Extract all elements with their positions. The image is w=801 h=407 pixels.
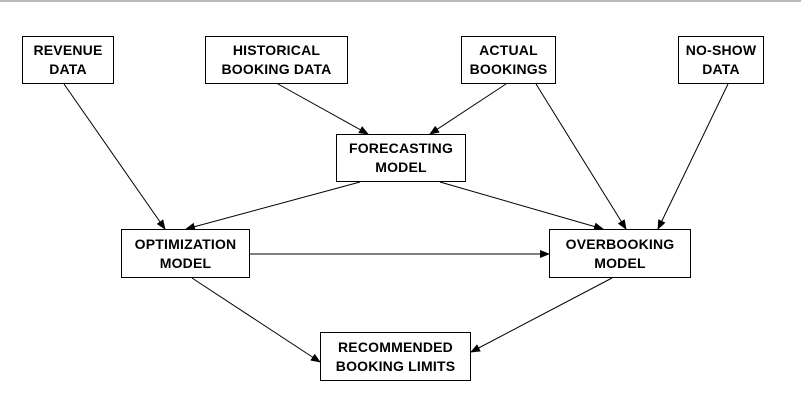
revenue-data-label: REVENUE DATA — [33, 42, 103, 77]
optimization-model-box: OPTIMIZATION MODEL — [121, 229, 250, 278]
revenue-data-box: REVENUE DATA — [22, 36, 114, 84]
arrow-no-show-data-to-overbooking-model — [657, 83, 729, 230]
no-show-data-box: NO-SHOW DATA — [678, 36, 764, 84]
no-show-data-label: NO-SHOW DATA — [685, 42, 757, 77]
arrow-historical-booking-data-to-forecasting-model — [277, 83, 369, 135]
arrow-forecasting-model-to-optimization-model — [185, 181, 361, 231]
arrow-optimization-model-to-recommended-booking-limits — [191, 277, 321, 363]
forecasting-model-box: FORECASTING MODEL — [336, 134, 466, 182]
actual-bookings-box: ACTUAL BOOKINGS — [461, 36, 556, 84]
arrow-forecasting-model-to-overbooking-model — [439, 181, 604, 231]
arrow-actual-bookings-to-forecasting-model — [429, 83, 507, 135]
arrow-revenue-data-to-optimization-model — [63, 83, 166, 230]
recommended-booking-limits-box: RECOMMENDED BOOKING LIMITS — [320, 332, 471, 381]
arrow-overbooking-model-to-recommended-booking-limits — [470, 277, 613, 353]
optimization-model-label: OPTIMIZATION MODEL — [134, 235, 237, 271]
historical-booking-data-box: HISTORICAL BOOKING DATA — [205, 36, 348, 84]
historical-booking-data-label: HISTORICAL BOOKING DATA — [221, 42, 332, 77]
forecasting-model-label: FORECASTING MODEL — [348, 140, 454, 175]
top-divider — [0, 0, 801, 2]
recommended-booking-limits-label: RECOMMENDED BOOKING LIMITS — [335, 338, 456, 374]
overbooking-model-label: OVERBOOKING MODEL — [565, 235, 675, 271]
arrow-actual-bookings-to-overbooking-model — [535, 83, 627, 230]
overbooking-model-box: OVERBOOKING MODEL — [549, 229, 691, 278]
actual-bookings-label: ACTUAL BOOKINGS — [469, 42, 548, 77]
